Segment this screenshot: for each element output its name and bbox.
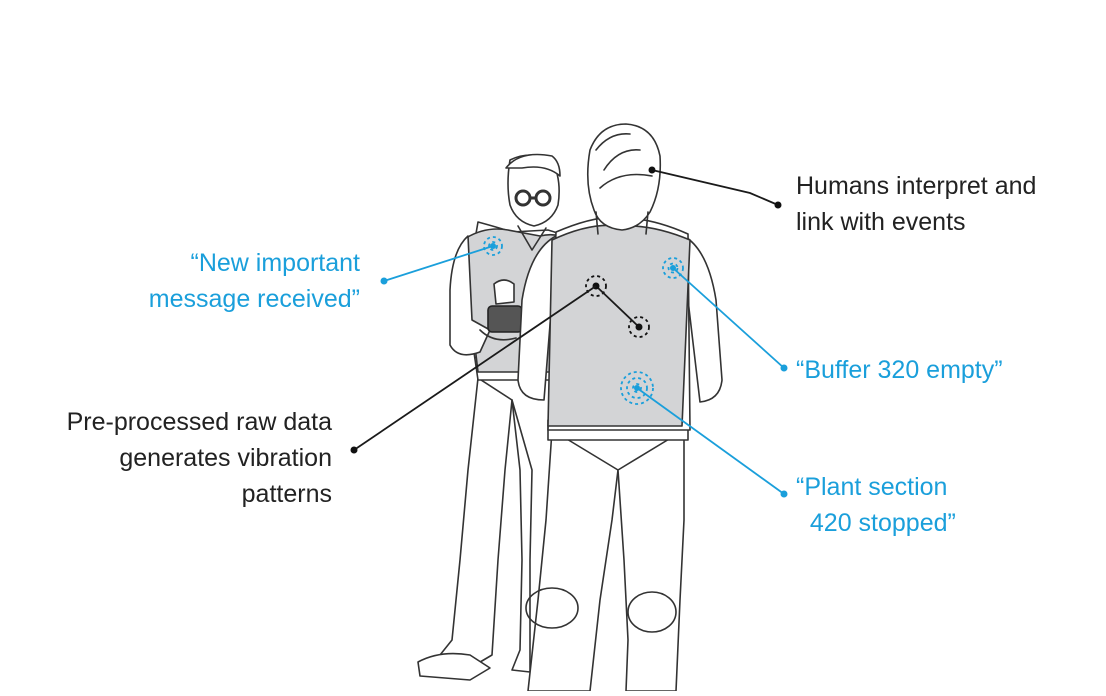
vibration-motor-upper-back <box>585 275 607 297</box>
vibration-motor-mid-back <box>628 316 650 338</box>
plant-stopped-label: “Plant section 420 stopped” <box>796 473 956 537</box>
vibration-motor-lower-back <box>620 371 654 405</box>
humans-interpret-label: Humans interpret and link with events <box>796 172 1037 236</box>
preprocessed-data-label: Pre-processed raw data generates vibrati… <box>66 408 332 508</box>
vibration-motor-chest <box>483 236 503 256</box>
buffer-empty-label: “Buffer 320 empty” <box>796 356 1003 384</box>
new-message-label: “New important message received” <box>148 249 360 313</box>
front-person-vest <box>547 224 691 427</box>
vibration-motor-right-shoulder <box>662 257 684 279</box>
front-person-figure <box>517 123 723 692</box>
leader-lines <box>350 166 788 498</box>
